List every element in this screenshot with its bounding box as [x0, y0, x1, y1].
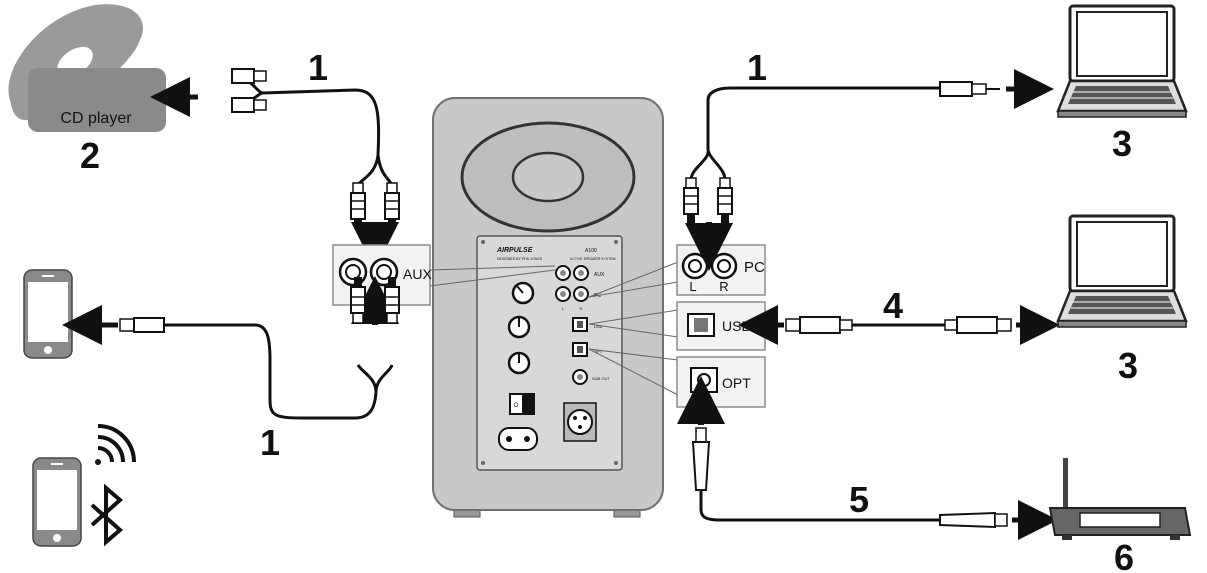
rca-cable-cd [231, 68, 400, 230]
smartphone-wireless [32, 424, 136, 547]
laptop-icon [1056, 214, 1188, 329]
sub-out-label: SUB OUT [592, 376, 610, 381]
subtitle-right: ACTIVE SPEAKER SYSTEM [570, 257, 616, 261]
opt-port-label: OPT [594, 349, 603, 354]
opt-port[interactable]: OPT [572, 342, 603, 357]
callout-3-bottom: 3 [1118, 345, 1138, 386]
pc-r-label: R [719, 279, 728, 294]
brand-label: AIRPULSE [496, 247, 533, 254]
channel-l-label: L [562, 306, 565, 311]
bass-knob[interactable] [507, 351, 531, 375]
usb-zoom-panel: USB [676, 301, 766, 351]
aux-label: AUX [403, 266, 432, 282]
model-label: A100 [585, 248, 597, 254]
callout-3-top: 3 [1112, 123, 1132, 164]
aux-jacks[interactable]: AUX [555, 265, 605, 281]
callout-6: 6 [1114, 537, 1134, 573]
callout-2: 2 [80, 135, 100, 176]
power-socket [498, 427, 538, 451]
pc-l-label: L [689, 279, 696, 294]
volume-knob[interactable] [511, 281, 535, 305]
callout-1-top-left: 1 [308, 47, 328, 88]
opt-label: OPT [722, 375, 751, 391]
aux-zoom-panel: AUX L R [332, 244, 432, 306]
channel-r-label: R [580, 306, 583, 311]
pc-jacks[interactable]: PC L R [555, 286, 601, 311]
callout-4: 4 [883, 285, 903, 326]
usb-port[interactable]: USB [572, 317, 603, 332]
opt-zoom-panel: OPT [676, 356, 766, 408]
sub-out-jack[interactable]: SUB OUT [572, 369, 610, 385]
treble-knob[interactable] [507, 315, 531, 339]
cd-player-label: CD player [60, 110, 132, 127]
callout-1-top-right: 1 [747, 47, 767, 88]
leader-lines [429, 261, 679, 396]
speaker-rear: AIRPULSE A100 DESIGNED BY PHIL JONES ACT… [432, 97, 664, 518]
power-switch[interactable]: O [509, 393, 535, 415]
callout-1-bottom-left: 1 [260, 422, 280, 463]
laptop-icon [1056, 4, 1188, 119]
aux-jack-label: AUX [594, 272, 605, 278]
pc-cable [683, 69, 1054, 225]
bluetooth-icon [90, 483, 124, 547]
usb-label: USB [722, 318, 751, 334]
router-icon [1048, 458, 1192, 540]
usb-port-label: USB [594, 324, 603, 329]
wifi-icon [95, 424, 136, 465]
pc-zoom-panel: PC L R [676, 244, 766, 296]
xlr-socket [563, 402, 597, 442]
smartphone-icon [23, 269, 73, 359]
smartphone-icon [32, 457, 82, 547]
cd-player: CD player [8, 4, 166, 132]
power-symbol: O [514, 403, 519, 409]
optical-cable [691, 427, 1058, 540]
usb-cable [738, 305, 1060, 345]
callout-5: 5 [849, 479, 869, 520]
subtitle-left: DESIGNED BY PHIL JONES [497, 257, 543, 261]
pc-label: PC [744, 259, 765, 276]
smartphone-wired [23, 269, 400, 420]
